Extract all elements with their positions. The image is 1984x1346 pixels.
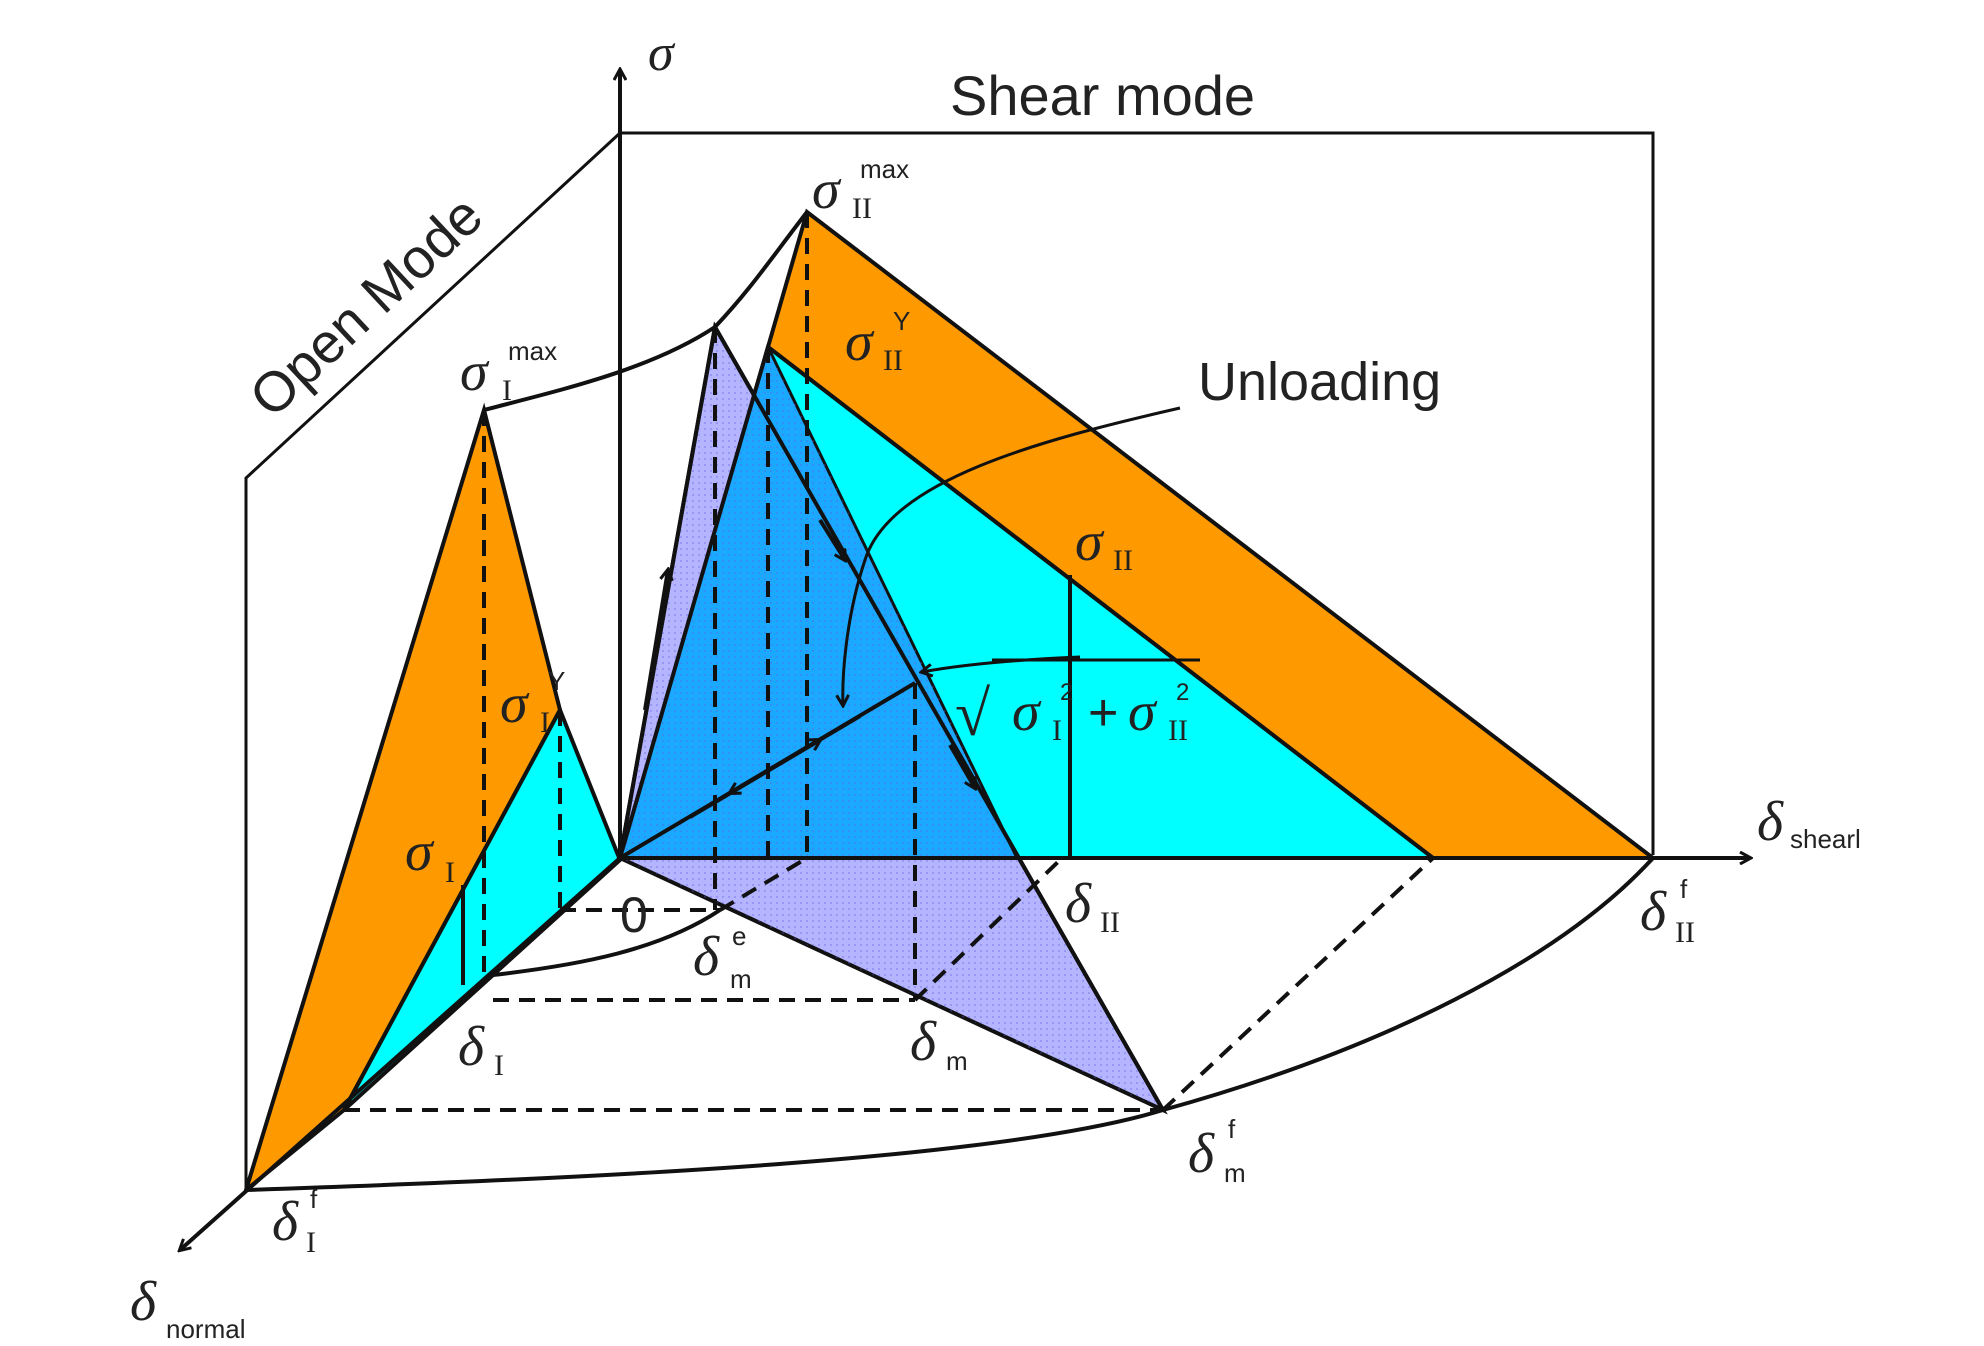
delta-II-f-sub: II [1675,916,1695,949]
unloading-pointer [843,406,1181,705]
sigma-II-symbol: σ [1075,511,1105,573]
delta-normal-symbol: δ [130,1271,157,1333]
sigma-II-yield-sup: Y [893,306,910,336]
delta-m-e-sup: e [732,921,746,951]
delta-m-sub: m [946,1046,968,1076]
dash-mf-to-shear [1161,856,1435,1112]
sqrt-sigma-I-sub: I [1052,714,1062,747]
origin-label: 0 [620,887,648,943]
blue-dot-texture [620,347,1017,858]
sigma-I-symbol: σ [405,821,435,883]
sigma-I-yield-sup: Y [548,666,565,696]
sigma-II-yield-sub: II [883,344,903,377]
sigma-I-max-sub: I [502,374,512,407]
dash-m-to-shear [913,858,1062,1002]
sigma-II-max-sub: II [852,192,872,225]
sqrt-sigma-I-sup: 2 [1060,679,1073,706]
delta-II-symbol: δ [1065,873,1092,935]
sigma-axis-label: σ [648,25,676,82]
sigma-I-max-symbol: σ [460,341,490,403]
sqrt-sigma-II-symbol: σ [1128,681,1158,743]
mixed-loading-edge [618,326,717,859]
unload-arrow [730,714,862,793]
sigma-I-max-sup: max [508,336,557,366]
sigma-I-yield-sub: I [540,706,550,739]
sqrt-sigma-I-symbol: σ [1012,681,1042,743]
delta-I-sub: I [494,1049,504,1082]
sigma-II-max-symbol: σ [812,159,842,221]
delta-I-f-sup: f [310,1184,318,1214]
delta-m-f-sup: f [1228,1114,1236,1144]
delta-m-symbol: δ [910,1011,937,1073]
softening-arrow-upper [818,518,845,560]
sqrt-sigma-II-sub: II [1168,714,1188,747]
delta-shear-subscript: shearl [1790,824,1861,854]
shear-cyan-left-edge [618,346,770,859]
shear-mode-title: Shear mode [950,64,1255,127]
delta-I-f-symbol: δ [272,1191,299,1253]
sigma-I-yield-symbol: σ [500,673,530,735]
open-mode-frame [244,131,622,1190]
delta-m-e-symbol: δ [693,926,720,988]
sqrt-pointer [922,655,1081,672]
delta-m-f-sub: m [1224,1158,1246,1188]
delta-normal-axis [180,856,622,1250]
failure-envelope-curve [245,856,1655,1192]
delta-II-f-symbol: δ [1640,881,1667,943]
delta-m-f-symbol: δ [1188,1123,1215,1185]
dash-elastic-diagonal [718,856,809,912]
open-mode-title: Open Mode [237,183,494,429]
delta-I-symbol: δ [458,1016,485,1078]
delta-shear-symbol: δ [1757,791,1784,853]
loading-arrow [643,570,668,711]
peak-envelope-curve [483,210,809,412]
sigma-II-yield-symbol: σ [845,311,875,373]
unloading-label: Unloading [1198,352,1441,412]
mixed-softening-edge [713,326,1165,1111]
delta-II-f-sup: f [1680,874,1688,904]
sigma-II-max-sup: max [860,154,909,184]
sqrt-symbol: √ [955,678,991,749]
delta-II-sub: II [1100,906,1120,939]
delta-m-e-sub: m [730,964,752,994]
elastic-envelope-curve [492,908,722,977]
delta-normal-subscript: normal [166,1314,245,1344]
delta-I-f-sub: I [306,1226,316,1259]
sigma-I-sub: I [445,856,455,889]
sigma-II-sub: II [1113,544,1133,577]
sqrt-sigma-II-sup: 2 [1176,679,1189,706]
sqrt-plus: + [1088,684,1118,742]
softening-arrow-lower [948,743,975,788]
